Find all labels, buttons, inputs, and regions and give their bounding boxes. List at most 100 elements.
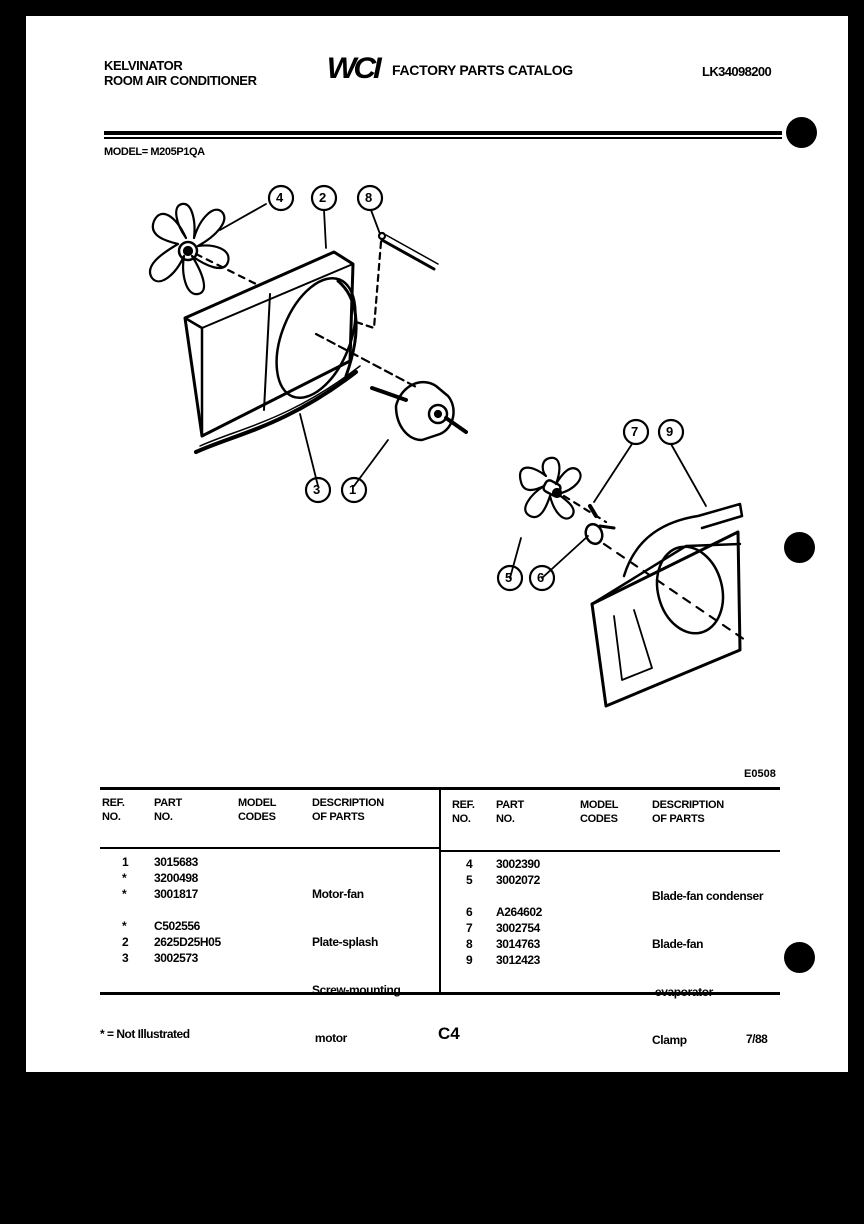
table-header-rule-right — [441, 850, 780, 852]
right-ref-column: 4 5 6 7 8 9 — [466, 856, 486, 968]
header-text: NO. — [496, 813, 515, 825]
header-model-codes-right: MODEL CODES — [580, 798, 619, 826]
table-cell-ref: 1 — [122, 855, 129, 869]
header-text: REF. — [452, 799, 475, 811]
table-cell-ref: 2 — [122, 935, 129, 949]
callout-5: 5 — [505, 570, 513, 585]
binding-hole-middle — [784, 532, 815, 563]
table-cell-ref: * — [122, 871, 127, 885]
table-cell-desc: Screw — [652, 1081, 686, 1095]
table-cell-part: 3014763 — [496, 937, 540, 951]
table-cell-ref: 3 — [122, 951, 129, 965]
catalog-page: KELVINATOR ROOM AIR CONDITIONER WCI FACT… — [26, 16, 848, 1191]
condenser-fan-blade-illustration — [149, 202, 258, 296]
brand-block: KELVINATOR ROOM AIR CONDITIONER — [104, 58, 257, 88]
left-description-column: Motor-fan Plate-splash Screw-mounting mo… — [312, 854, 413, 1222]
header-text: PART — [496, 799, 524, 811]
revision-date: 7/88 — [746, 1032, 768, 1046]
header-text: PART — [154, 797, 182, 809]
table-cell-part: 3001817 — [154, 887, 198, 901]
binding-hole-top — [786, 117, 817, 148]
table-column-divider — [439, 787, 441, 993]
mounting-screw-illustration — [354, 231, 439, 330]
page-number: C4 — [438, 1024, 460, 1043]
callout-6: 6 — [537, 570, 545, 585]
table-cell-ref: * — [122, 919, 127, 933]
table-cell-part: 3200498 — [154, 871, 198, 885]
header-part-no-right: PART NO. — [496, 798, 524, 826]
header-text: CODES — [580, 813, 618, 825]
table-bottom-rule — [100, 992, 780, 995]
header-text: OF PARTS — [312, 811, 365, 823]
condenser-shroud-illustration — [183, 250, 420, 454]
header-text: DESCRIPTION — [652, 799, 724, 811]
header-text: MODEL — [580, 799, 619, 811]
table-cell-part — [154, 902, 221, 918]
header-text: OF PARTS — [652, 813, 705, 825]
table-cell-part: 3015683 — [154, 855, 198, 869]
clamp-illustration — [584, 522, 616, 546]
table-cell-desc: Shroud-condenser — [312, 1127, 413, 1141]
header-ref-no: REF. NO. — [102, 796, 125, 824]
table-cell-ref — [122, 902, 142, 918]
header-text: NO. — [154, 811, 173, 823]
header-model-codes: MODEL CODES — [238, 796, 277, 824]
callout-bubbles — [267, 184, 685, 592]
table-cell-ref: 9 — [466, 953, 473, 967]
wci-logo: WCI — [326, 52, 382, 85]
table-cell-ref: 6 — [466, 905, 473, 919]
not-illustrated-note: * = Not Illustrated — [100, 1027, 190, 1041]
table-cell-desc: evaporator — [652, 985, 713, 999]
table-cell-desc: Blade-fan condenser — [652, 889, 764, 903]
table-cell-desc: Seal — [312, 1175, 336, 1189]
table-cell-desc: Plate-splash — [312, 935, 378, 949]
header-text: DESCRIPTION — [312, 797, 384, 809]
left-ref-column: 1 * * * 2 3 — [122, 854, 142, 966]
table-cell-desc: motor — [312, 1031, 347, 1045]
table-cell-part: 3002390 — [496, 857, 540, 871]
table-cell-ref: 5 — [466, 873, 473, 887]
header-ref-no-right: REF. NO. — [452, 798, 475, 826]
table-cell-desc: Nut-fan motor — [312, 1079, 387, 1093]
table-cell-desc: Clamp — [652, 1033, 687, 1047]
header-part-no: PART NO. — [154, 796, 182, 824]
table-cell-part: 2625D25H05 — [154, 935, 221, 949]
table-cell-desc: Shroud-evaporator — [652, 1177, 754, 1191]
table-cell-ref: 4 — [466, 857, 473, 871]
left-part-column: 3015683 3200498 3001817 C502556 2625D25H… — [154, 854, 221, 966]
callout-7: 7 — [631, 424, 639, 439]
table-cell-desc: Clip-blade — [652, 1129, 707, 1143]
callout-8: 8 — [365, 190, 373, 205]
catalog-title: FACTORY PARTS CATALOG — [392, 62, 573, 78]
figure-code: E0508 — [744, 768, 776, 780]
evaporator-fan-blade-illustration — [518, 456, 608, 524]
table-cell-ref: 8 — [466, 937, 473, 951]
table-cell-ref: 7 — [466, 921, 473, 935]
table-header-rule-left — [100, 847, 441, 849]
table-cell-part: 3002072 — [496, 873, 540, 887]
header-text: CODES — [238, 811, 276, 823]
header-text: REF. — [102, 797, 125, 809]
table-cell-desc: Screw-mounting — [312, 983, 401, 997]
model-label: MODEL= — [104, 146, 148, 158]
header-description: DESCRIPTION OF PARTS — [312, 796, 384, 824]
table-cell-ref: * — [122, 887, 127, 901]
callout-3: 3 — [313, 482, 321, 497]
binding-hole-bottom — [784, 942, 815, 973]
table-cell-part: C502556 — [154, 919, 200, 933]
right-part-column: 3002390 3002072 A264602 3002754 3014763 … — [496, 856, 542, 968]
table-cell-desc: Motor-fan — [312, 887, 364, 901]
evaporator-shroud-illustration — [590, 502, 750, 708]
table-cell-part: 3002754 — [496, 921, 540, 935]
header-rule — [104, 131, 782, 135]
fan-motor-illustration — [370, 380, 468, 442]
table-cell-part: 3002573 — [154, 951, 198, 965]
catalog-number: LK34098200 — [702, 64, 772, 79]
table-cell-ref — [466, 888, 486, 904]
model-number: M205P1QA — [150, 146, 205, 158]
callout-4: 4 — [276, 190, 284, 205]
table-cell-part — [496, 888, 542, 904]
brand-name: KELVINATOR — [104, 58, 183, 73]
header-text: MODEL — [238, 797, 277, 809]
header-text: NO. — [102, 811, 121, 823]
